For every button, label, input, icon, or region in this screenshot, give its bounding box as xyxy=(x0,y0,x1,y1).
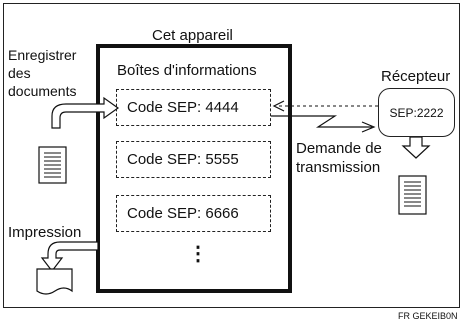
device-title: Cet appareil xyxy=(152,27,233,44)
receiver-title: Récepteur xyxy=(381,68,451,85)
diagram-frame xyxy=(3,3,460,308)
print-label: Impression xyxy=(8,224,82,241)
sep-code-box: Code SEP: 6666 xyxy=(116,195,271,232)
more-boxes-ellipsis: ⋮ xyxy=(188,243,208,265)
sep-code-box: Code SEP: 5555 xyxy=(116,141,271,178)
register-arrow xyxy=(51,96,120,129)
document-icon-right xyxy=(398,175,427,215)
register-label-line-2: des xyxy=(8,65,31,81)
receiver-down-arrow xyxy=(401,136,431,159)
document-icon-left xyxy=(38,146,67,184)
register-label-line-1: Enregistrer xyxy=(8,47,77,63)
device-box xyxy=(96,44,292,293)
sep-code-label: Code SEP: 5555 xyxy=(127,151,239,168)
transmission-arrowhead xyxy=(361,121,376,133)
sep-code-label: Code SEP: 6666 xyxy=(127,205,239,222)
request-dashed-arrowhead xyxy=(272,100,285,112)
sep-code-box: Code SEP: 4444 xyxy=(116,89,271,126)
request-label-line-1: Demande de xyxy=(296,140,382,157)
figure-id: FR GEKEIB0N xyxy=(398,311,458,321)
sep-code-label: Code SEP: 4444 xyxy=(127,99,239,116)
register-label-line-3: documents xyxy=(8,83,77,99)
transmission-arrow xyxy=(271,115,372,128)
print-arrow xyxy=(40,241,99,272)
request-label-line-2: transmission xyxy=(296,159,381,176)
printed-page-icon xyxy=(36,268,73,295)
receiver-box: SEP:2222 xyxy=(378,88,455,137)
info-boxes-title: Boîtes d'informations xyxy=(117,62,257,79)
receiver-code: SEP:2222 xyxy=(389,105,444,120)
